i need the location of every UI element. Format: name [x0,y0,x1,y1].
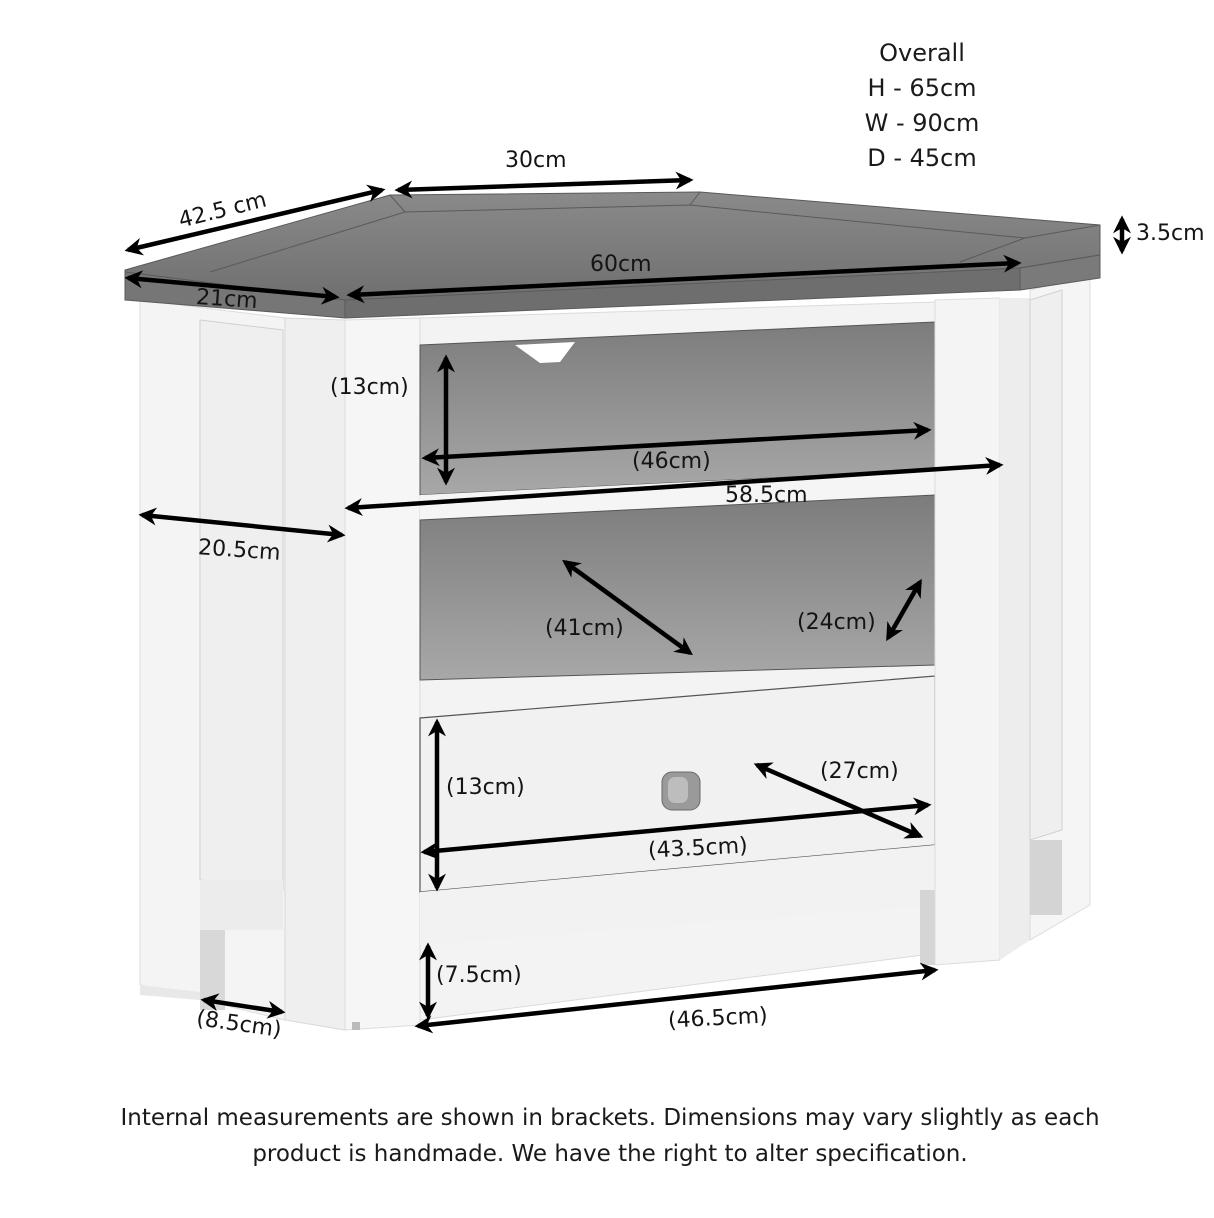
overall-dimensions: Overall H - 65cm W - 90cm D - 45cm [822,36,1022,176]
label-upper-shelf-width: (46cm) [632,449,711,474]
label-top-back-right: 30cm [505,148,567,173]
label-leg-clearance-height: (7.5cm) [436,963,522,988]
label-lower-shelf-depth: (41cm) [545,616,624,641]
footnote-line-2: product is handmade. We have the right t… [252,1141,968,1167]
label-top-side-front: 21cm [195,284,259,315]
overall-depth: D - 45cm [867,144,977,172]
label-side-panel-width: 20.5cm [197,535,282,566]
label-top-thickness: 3.5cm [1136,221,1205,246]
label-drawer-height: (13cm) [446,775,525,800]
label-drawer-width: (43.5cm) [647,833,749,864]
footnote-line-1: Internal measurements are shown in brack… [120,1105,1100,1131]
label-upper-shelf-height: (13cm) [330,375,409,400]
label-lower-shelf-side: (24cm) [797,610,876,635]
label-leg-clearance-width: (46.5cm) [667,1003,769,1034]
overall-title: Overall [879,39,965,67]
left-side-panel [139,299,286,1021]
label-body-front-width: 58.5cm [725,483,808,508]
overall-height: H - 65cm [867,74,977,102]
dimension-arrows [124,171,1131,1034]
right-side-panel [934,274,1091,966]
footnote: Internal measurements are shown in brack… [60,1100,1160,1172]
left-front-post [284,317,421,1031]
overall-width: W - 90cm [864,109,980,137]
label-drawer-depth: (27cm) [820,759,899,784]
front-frame [352,299,1001,1030]
label-top-front-width: 60cm [590,252,652,277]
